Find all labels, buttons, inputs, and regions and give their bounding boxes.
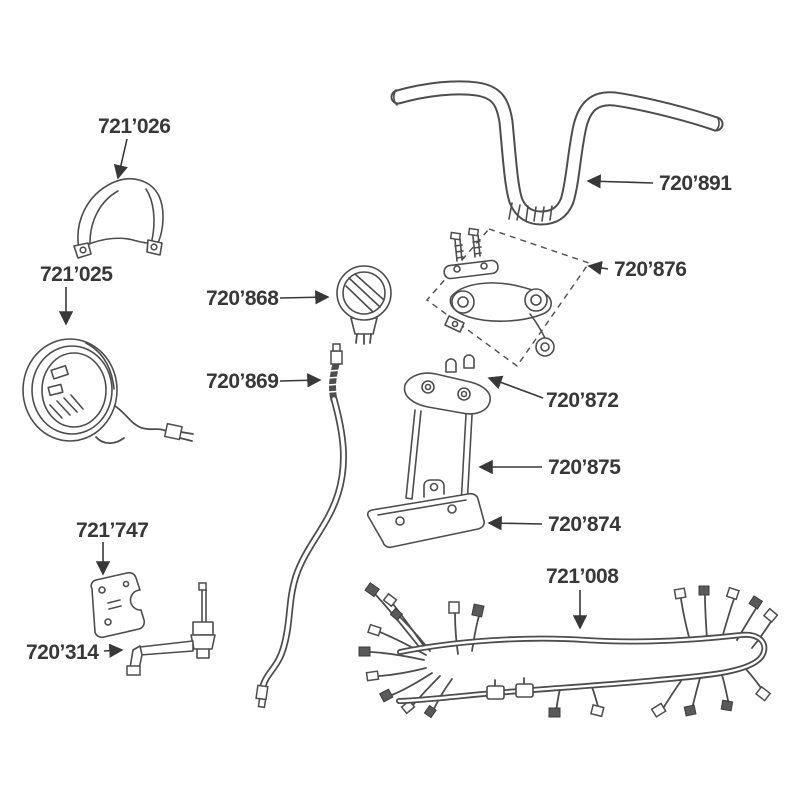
leader-handlebar (586, 174, 654, 189)
part-labels: 721’026 721’025 720’868 720’869 721’747 … (26, 115, 733, 664)
part-label-fork-bracket: 720’875 (548, 456, 621, 479)
leader-bushings (487, 375, 544, 399)
part-label-wiring-harness: 721’008 (546, 565, 619, 588)
leader-speedo-cable (279, 373, 322, 388)
leader-mounting-plate (487, 516, 543, 531)
leader-headlight-shell (113, 138, 128, 180)
part-label-speedo-cable: 720’869 (206, 370, 278, 393)
wiring-harness-art (358, 582, 779, 719)
gauge-art (336, 265, 392, 345)
bracket-plate-art (90, 571, 146, 639)
fork-bracket-art (403, 372, 491, 507)
handlebar-art (390, 80, 724, 226)
part-label-mounting-plate: 720’874 (548, 513, 621, 536)
part-label-headlight-shell: 721’026 (98, 115, 170, 138)
riser-clamp-assembly-art (425, 227, 591, 367)
leader-lines (58, 138, 654, 658)
mounting-plate-art (366, 479, 485, 549)
part-label-handlebar: 720’891 (659, 172, 732, 195)
part-label-bushings: 720’872 (546, 389, 618, 412)
part-label-headlight: 721’025 (40, 263, 113, 286)
part-label-riser-clamp: 720’876 (614, 258, 686, 281)
part-label-bracket-plate: 721’747 (76, 519, 148, 542)
speedo-cable-art (255, 343, 348, 709)
part-label-fuel-valve: 720’314 (26, 641, 99, 664)
leader-fuel-valve (103, 643, 124, 658)
leader-riser-clamp (587, 260, 609, 276)
headlight-art (22, 338, 194, 445)
bushings-art (445, 354, 475, 373)
headlight-shell-art (73, 178, 164, 259)
leader-gauge (279, 290, 330, 305)
fuel-valve-art (126, 582, 216, 676)
part-label-gauge: 720’868 (206, 287, 279, 310)
